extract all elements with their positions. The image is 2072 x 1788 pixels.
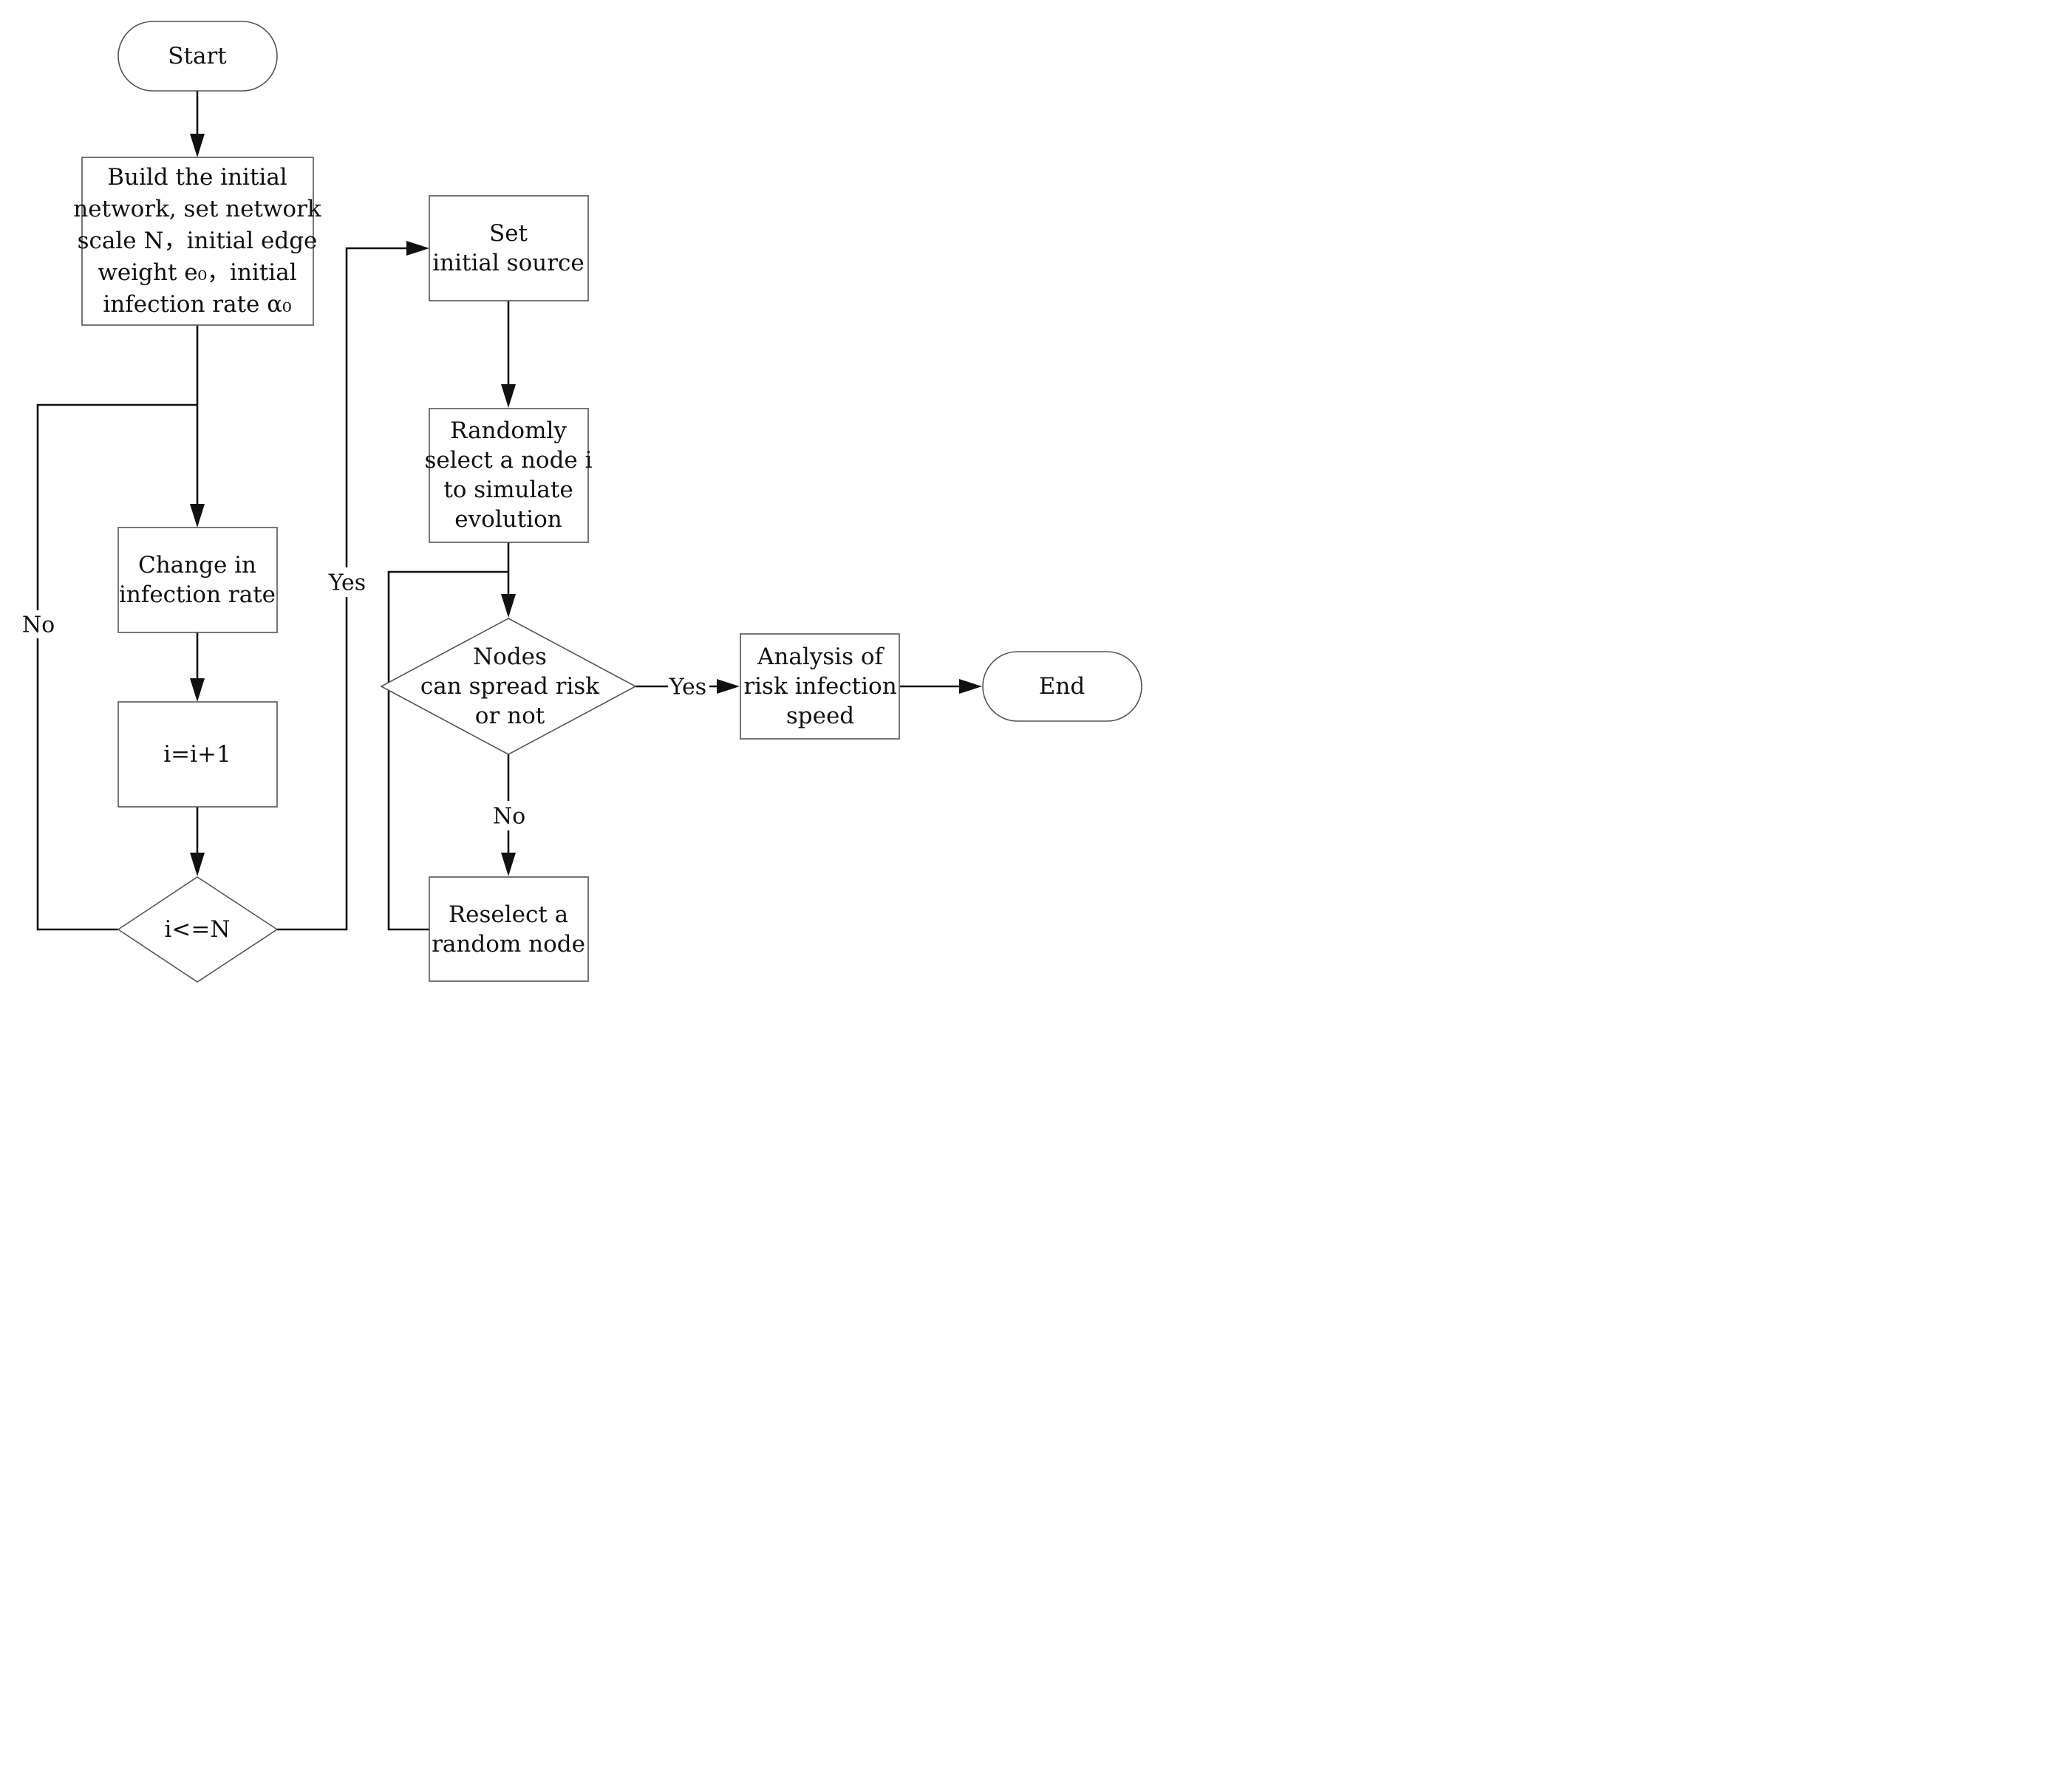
arrowhead-to-select: [501, 384, 516, 408]
to-source-yes-label-bg: [327, 567, 368, 597]
arrowhead-to-change: [190, 504, 205, 528]
arrowhead-to-end: [959, 679, 982, 694]
analysis-box: [740, 633, 900, 740]
node-text-line: to simulate: [443, 477, 573, 503]
node-text-line: speed: [786, 703, 854, 729]
node-text-line: Nodes: [473, 644, 547, 670]
to-source-yes-label: Yes: [328, 570, 366, 596]
node-text-line: Reselect a: [449, 901, 568, 928]
spread-yes-label: Yes: [669, 675, 706, 700]
node-text-line: weight e₀，initial: [98, 259, 296, 286]
check-n-decision: [117, 876, 279, 983]
node-text-line: evolution: [454, 506, 562, 533]
select-node-box: [429, 408, 589, 543]
node-text-line: scale N，initial edge: [78, 228, 318, 254]
node-text-line: initial source: [432, 250, 584, 276]
loop-no-label-bg: [21, 610, 56, 638]
build-network-label: Build the initial network, set network sca…: [73, 164, 321, 318]
arrowhead-to-analysis: [717, 679, 740, 694]
node-text-line: i<=N: [165, 916, 231, 943]
check-n-label: i<=N: [165, 916, 231, 943]
arrowhead-to-increment: [190, 678, 205, 702]
reselect-box: [429, 876, 589, 982]
end-label: End: [1039, 673, 1085, 700]
arrowheads: [190, 134, 982, 876]
can-spread-label: Nodes can spread risk or not: [420, 644, 599, 729]
node-text-line: select a node i: [424, 447, 592, 474]
build-network-box: [81, 157, 314, 326]
node-text-line: Randomly: [450, 417, 567, 444]
loop-no-label: No: [22, 613, 55, 638]
set-source-label: Set initial source: [432, 220, 584, 276]
arrowhead-to-reselect: [501, 853, 516, 876]
node-text-line: risk infection: [743, 673, 896, 700]
node-text-line: infection rate α₀: [103, 291, 291, 318]
start-terminal: [117, 21, 278, 92]
spread-no-label: No: [493, 804, 525, 830]
node-text-line: Change in: [138, 552, 256, 579]
increment-box: [117, 701, 278, 808]
arrowhead-to-check: [190, 853, 205, 876]
increment-label: i=i+1: [163, 741, 231, 768]
node-text-line: random node: [432, 931, 585, 958]
analysis-label: Analysis of risk infection speed: [743, 644, 896, 729]
end-terminal: [982, 651, 1142, 722]
node-text-line: Set: [489, 220, 528, 247]
node-text-line: network, set network: [73, 196, 321, 222]
flowchart-canvas: Start Build the initial network, set netw…: [21, 21, 1142, 983]
node-text-line: End: [1039, 673, 1085, 700]
node-text-line: Start: [168, 43, 227, 69]
spread-yes-label-bg: [668, 672, 709, 700]
node-text-line: can spread risk: [420, 673, 599, 700]
change-rate-box: [117, 527, 278, 633]
can-spread-decision: [380, 618, 637, 755]
arrowhead-to-spread: [501, 594, 516, 618]
node-text-line: Analysis of: [757, 644, 885, 670]
node-text-line: Build the initial: [107, 164, 287, 191]
node-text-line: i=i+1: [163, 741, 231, 768]
set-source-box: [429, 195, 589, 301]
reselect-label: Reselect a random node: [432, 901, 585, 958]
spread-no-label-bg: [491, 801, 528, 830]
node-text-line: or not: [475, 703, 545, 729]
edge-reselect-loop: [387, 570, 508, 931]
select-node-label: Randomly select a node i to simulate evolut…: [424, 417, 592, 533]
start-label: Start: [168, 43, 227, 69]
edge-loop-no: [36, 403, 197, 931]
arrowhead-to-source: [406, 241, 429, 256]
arrowhead-to-build: [190, 134, 205, 157]
node-text-line: infection rate: [119, 581, 276, 608]
